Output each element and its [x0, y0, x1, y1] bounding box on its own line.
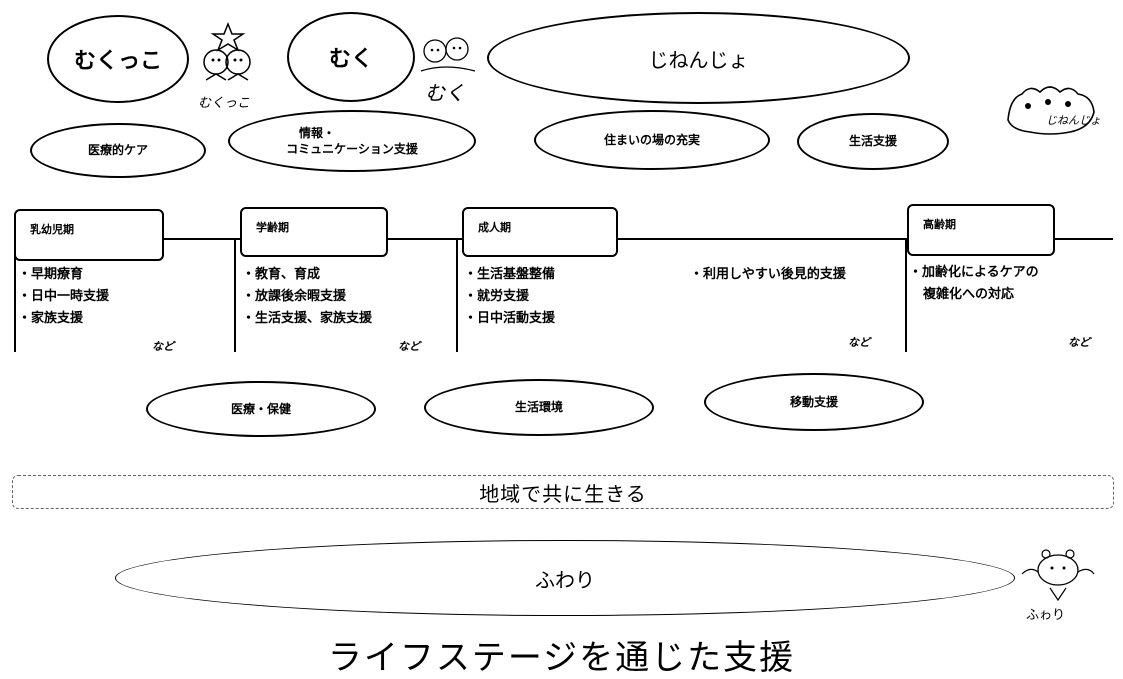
medical-care-bubble: 医療的ケア — [30, 123, 206, 178]
medical-care-label: 医療的ケア — [87, 143, 148, 158]
fuwari-mascot-drawing — [1021, 549, 1095, 602]
fuwari-mascot-caption: ふゎり — [1026, 608, 1066, 623]
community-banner-label: 地域で共に生きる — [479, 481, 647, 506]
muku-label: むく — [328, 47, 373, 72]
fuwari-mascot: ふゎり — [1018, 548, 1098, 624]
housing-bubble: 住まいの場の充実 — [534, 110, 770, 170]
info-comm-bubble: 情報・ コミュニケーション支援 — [228, 110, 476, 172]
timeline-divider-4 — [905, 238, 907, 352]
community-banner: 地域で共に生きる — [12, 475, 1114, 509]
stage-note-infancy: など — [152, 340, 174, 353]
stage-title-school-age: 学齢期 — [256, 221, 289, 234]
stage-tab-elderly: 高齢期 — [907, 204, 1055, 256]
timeline-divider-1 — [14, 238, 16, 352]
stage-items-adulthood: ・生活基盤整備 ・就労支援 ・日中活動支援 — [464, 264, 555, 330]
list-item: ・日中一時支援 — [18, 289, 110, 304]
timeline-divider-2 — [234, 238, 236, 352]
stage-tab-infancy: 乳幼児期 — [14, 209, 164, 261]
list-item: 複雑化への対応 — [923, 287, 1015, 302]
list-item: ・教育、育成 — [242, 267, 321, 282]
list-item: ・就労支援 — [464, 289, 530, 304]
living-env-bubble: 生活環境 — [424, 379, 654, 436]
medical-health-bubble: 医療・保健 — [146, 381, 376, 437]
life-support-label: 生活支援 — [848, 134, 897, 149]
mukukko-mascot: むくっこ — [192, 22, 262, 112]
mukukko-mascot-drawing — [203, 22, 251, 81]
stage-items-elderly: ・加齢化によるケアの 複雑化への対応 — [909, 262, 1039, 306]
mukukko-label: むくっこ — [73, 49, 162, 74]
stage-note-elderly: など — [1068, 336, 1090, 349]
muku-mascot-caption: むく — [425, 81, 465, 105]
fuwari-label: ふわり — [535, 567, 595, 592]
jinenjo-mascot: じねんじょ — [1000, 80, 1100, 140]
jinenjo-bubble: じねんじょ — [487, 12, 910, 104]
stage-title-adulthood: 成人期 — [478, 221, 511, 234]
mobility-bubble: 移動支援 — [704, 373, 924, 431]
stage-note-school-age: など — [398, 340, 420, 353]
mukukko-mascot-caption: むくっこ — [198, 96, 251, 111]
svg-text:じねんじょ: じねんじょ — [1046, 114, 1100, 127]
info-comm-label-line2: コミュニケーション支援 — [286, 142, 418, 156]
stage-tab-adulthood: 成人期 — [462, 207, 618, 257]
living-env-label: 生活環境 — [514, 400, 563, 415]
stage-title-elderly: 高齢期 — [923, 218, 956, 231]
list-item: ・加齢化によるケアの — [909, 265, 1039, 280]
footer-title: ライフステージを通じた支援 — [327, 638, 796, 678]
life-support-bubble: 生活支援 — [797, 113, 949, 170]
mobility-label: 移動支援 — [789, 394, 838, 409]
list-item: ・日中活動支援 — [464, 311, 556, 326]
muku-mascot-drawing — [420, 37, 476, 72]
jinenjo-label: じねんじょ — [648, 47, 749, 72]
info-comm-label-line1: 情報・ — [298, 125, 335, 140]
list-item: ・放課後余暇支援 — [242, 289, 347, 304]
muku-bubble: むく — [287, 12, 415, 102]
stage-tab-school-age: 学齢期 — [240, 207, 388, 257]
list-item: ・早期療育 — [18, 267, 84, 282]
stage-items-school-age: ・教育、育成 ・放課後余暇支援 ・生活支援、家族支援 — [242, 264, 372, 330]
medical-health-label: 医療・保健 — [230, 401, 291, 416]
list-item: ・家族支援 — [18, 311, 84, 326]
muku-mascot: むく — [415, 35, 485, 105]
stage-title-infancy: 乳幼児期 — [30, 223, 74, 236]
mukukko-bubble: むくっこ — [47, 15, 189, 103]
list-item: ・生活基盤整備 — [464, 267, 556, 282]
timeline-divider-3 — [456, 238, 458, 352]
stage-note-adulthood: など — [848, 336, 870, 349]
jinenjo-mascot-drawing: じねんじょ — [1007, 86, 1100, 135]
stage-items-infancy: ・早期療育 ・日中一時支援 ・家族支援 — [18, 264, 109, 330]
list-item: ・生活支援、家族支援 — [242, 311, 373, 326]
housing-label: 住まいの場の充実 — [603, 132, 700, 147]
stage-extra-adulthood: ・利用しやすい後見的支援 — [690, 267, 846, 282]
fuwari-bubble: ふわり — [115, 540, 1015, 616]
